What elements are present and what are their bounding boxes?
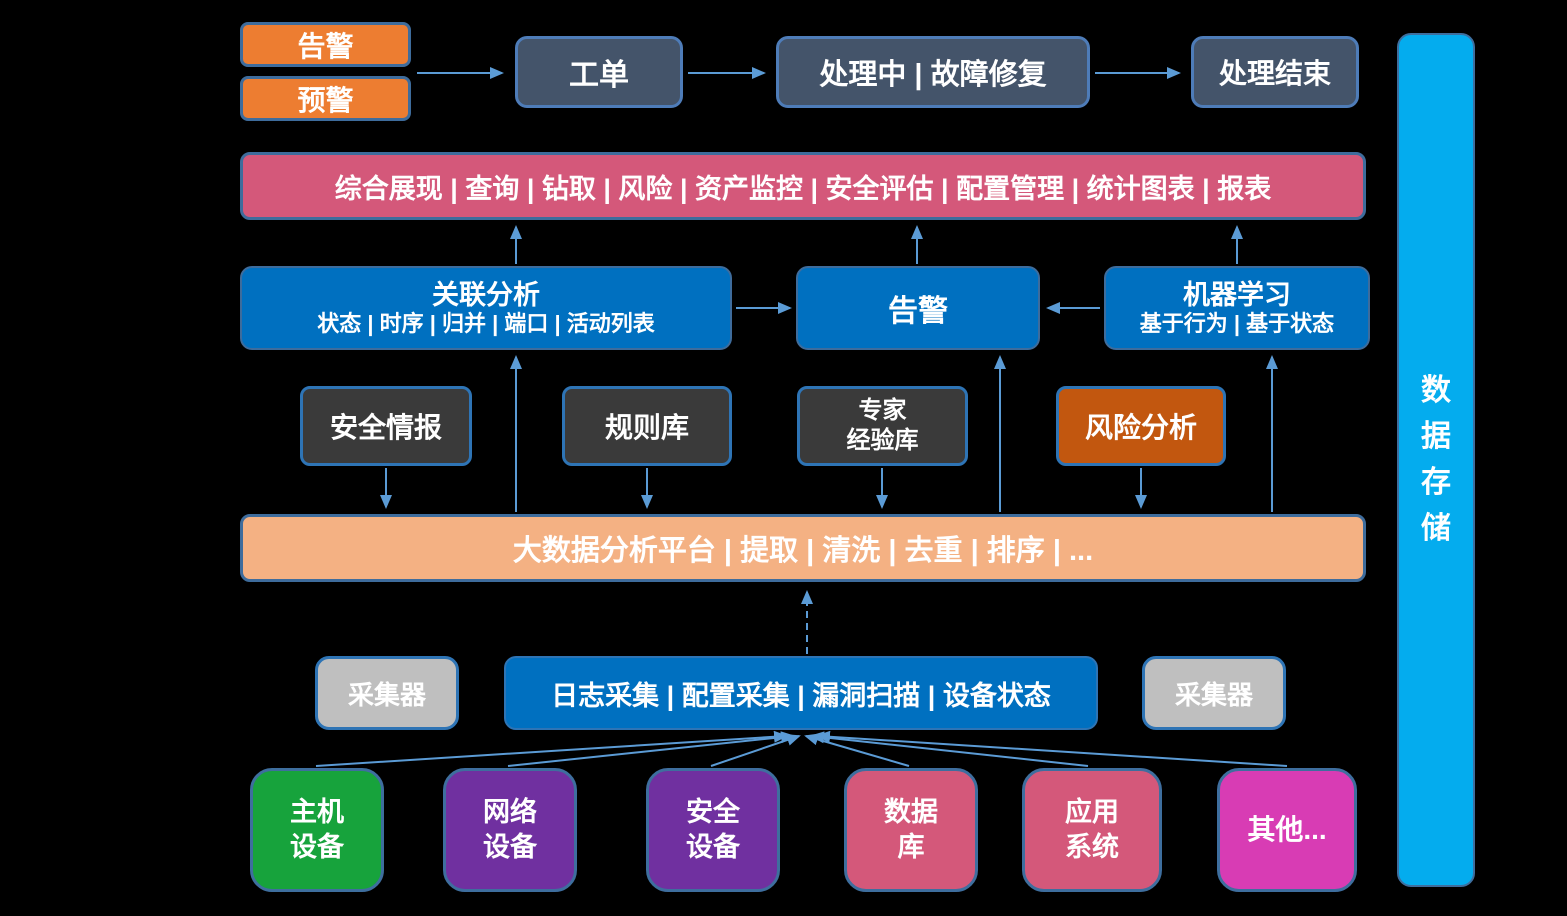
bigdata-platform-bar: 大数据分析平台 | 提取 | 清洗 | 去重 | 排序 | ... — [240, 514, 1366, 582]
correlation-analysis-title: 关联分析 — [432, 279, 540, 310]
arrow-other-to-collect — [816, 730, 1288, 767]
collector-right-node: 采集器 — [1142, 656, 1286, 730]
arrow-host-to-collect — [315, 730, 788, 767]
ticket-node: 工单 — [515, 36, 683, 108]
collection-bar: 日志采集 | 配置采集 | 漏洞扫描 | 设备状态 — [504, 656, 1098, 730]
correlation-analysis-node: 关联分析 状态 | 时序 | 归并 | 端口 | 活动列表 — [240, 266, 732, 350]
correlation-analysis-subtitle: 状态 | 时序 | 归并 | 端口 | 活动列表 — [317, 311, 655, 336]
security-intel-node: 安全情报 — [300, 386, 472, 466]
device-node-network: 网络 设备 — [443, 768, 577, 892]
processing-node: 处理中 | 故障修复 — [776, 36, 1090, 108]
finished-node: 处理结束 — [1191, 36, 1359, 108]
rule-base-node: 规则库 — [562, 386, 732, 466]
alarm-node: 告警 — [796, 266, 1040, 350]
machine-learning-title: 机器学习 — [1183, 279, 1291, 310]
alarm-source-node: 告警 — [240, 22, 411, 67]
risk-analysis-node: 风险分析 — [1056, 386, 1226, 466]
device-node-database: 数据 库 — [844, 768, 978, 892]
arrow-security-to-collect — [710, 734, 801, 767]
device-node-host: 主机 设备 — [250, 768, 384, 892]
warning-source-node: 预警 — [240, 76, 411, 121]
machine-learning-subtitle: 基于行为 | 基于状态 — [1139, 311, 1335, 336]
device-node-security: 安全 设备 — [646, 768, 780, 892]
arrow-app-to-collect — [810, 731, 1089, 767]
arrow-database-to-collect — [804, 733, 910, 767]
expert-base-node: 专家 经验库 — [797, 386, 968, 466]
collector-left-node: 采集器 — [315, 656, 459, 730]
arrow-network-to-collect — [507, 731, 795, 767]
data-storage-bar: 数 据 存 储 — [1397, 33, 1475, 887]
device-node-other: 其他... — [1217, 768, 1357, 892]
machine-learning-node: 机器学习 基于行为 | 基于状态 — [1104, 266, 1370, 350]
device-node-application: 应用 系统 — [1022, 768, 1162, 892]
presentation-bar: 综合展现 | 查询 | 钻取 | 风险 | 资产监控 | 安全评估 | 配置管理… — [240, 152, 1366, 220]
